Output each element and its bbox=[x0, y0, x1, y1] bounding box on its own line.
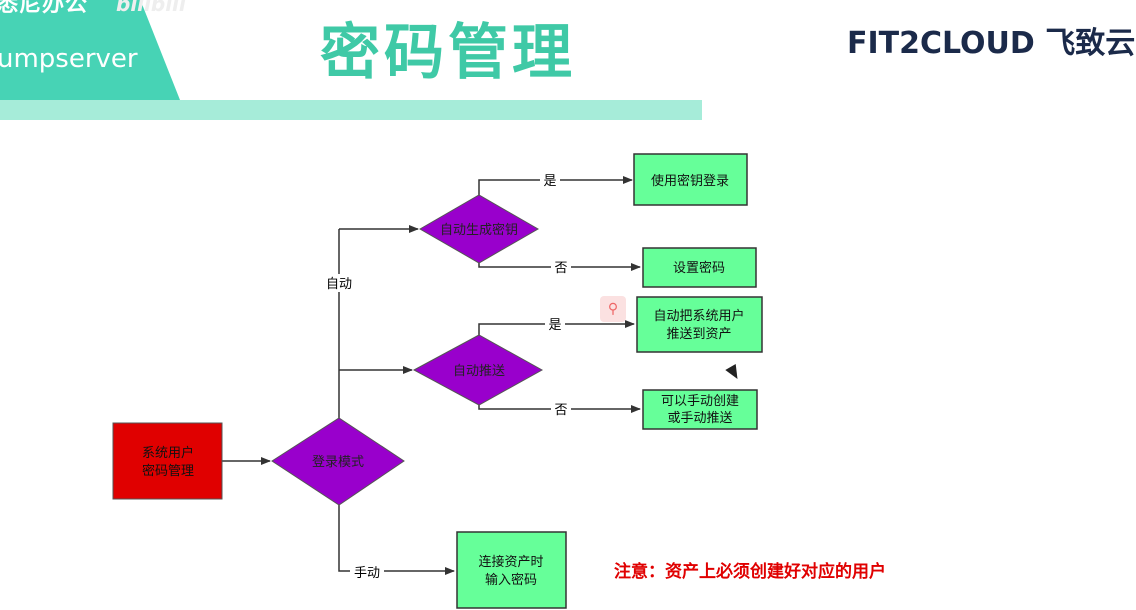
header-underline-bar bbox=[0, 100, 702, 120]
brand-logo: FIT2CLOUD 飞致云 bbox=[847, 26, 1136, 61]
edge-push-yes bbox=[478, 320, 635, 335]
label-manual: 手动 bbox=[354, 566, 380, 581]
manual-create-line2: 或手动推送 bbox=[667, 411, 732, 426]
auto-push-user-node bbox=[636, 296, 763, 353]
label-yes-2: 是 bbox=[548, 318, 561, 333]
auto-push-label: 自动推送 bbox=[453, 364, 505, 379]
auto-push-user-line2: 推送到资产 bbox=[666, 327, 731, 342]
banner-top-text: 悉尼办公 bbox=[0, 0, 89, 17]
start-node-line2: 密码管理 bbox=[142, 463, 194, 479]
use-key-login-node bbox=[633, 153, 748, 206]
generate-key-decision bbox=[418, 194, 540, 264]
edge-manual bbox=[338, 505, 455, 575]
search-icon[interactable]: ⚲ bbox=[600, 296, 626, 322]
input-password-line2: 输入密码 bbox=[485, 572, 537, 588]
auto-push-decision bbox=[412, 334, 544, 406]
label-auto: 自动 bbox=[326, 277, 352, 292]
set-password-node bbox=[642, 247, 757, 288]
manual-create-line1: 可以手动创建 bbox=[661, 394, 739, 409]
login-mode-decision bbox=[271, 417, 405, 506]
edge-key-yes bbox=[478, 176, 633, 195]
input-password-line1: 连接资产时 bbox=[478, 554, 543, 570]
edge-key-no bbox=[478, 263, 641, 271]
start-node-line1: 系统用户 bbox=[142, 445, 194, 461]
connectors bbox=[222, 176, 641, 575]
page-title: 密码管理 bbox=[320, 18, 576, 88]
generate-key-label: 自动生成密钥 bbox=[440, 222, 518, 238]
edge-push-no bbox=[478, 405, 641, 413]
banner-subtitle: umpserver bbox=[0, 44, 138, 74]
login-mode-label: 登录模式 bbox=[312, 455, 364, 470]
label-no-1: 否 bbox=[554, 261, 567, 276]
set-password-label: 设置密码 bbox=[673, 260, 725, 276]
auto-push-user-line1: 自动把系统用户 bbox=[653, 308, 744, 324]
use-key-login-label: 使用密钥登录 bbox=[651, 173, 729, 189]
manual-create-node bbox=[642, 389, 758, 430]
bilibili-watermark: bilibili bbox=[116, 0, 186, 16]
start-node bbox=[112, 422, 223, 500]
label-yes-1: 是 bbox=[543, 174, 556, 189]
input-password-node bbox=[456, 531, 567, 609]
warning-note: 注意：资产上必须创建好对应的用户 bbox=[614, 562, 886, 582]
label-no-2: 否 bbox=[554, 403, 567, 418]
